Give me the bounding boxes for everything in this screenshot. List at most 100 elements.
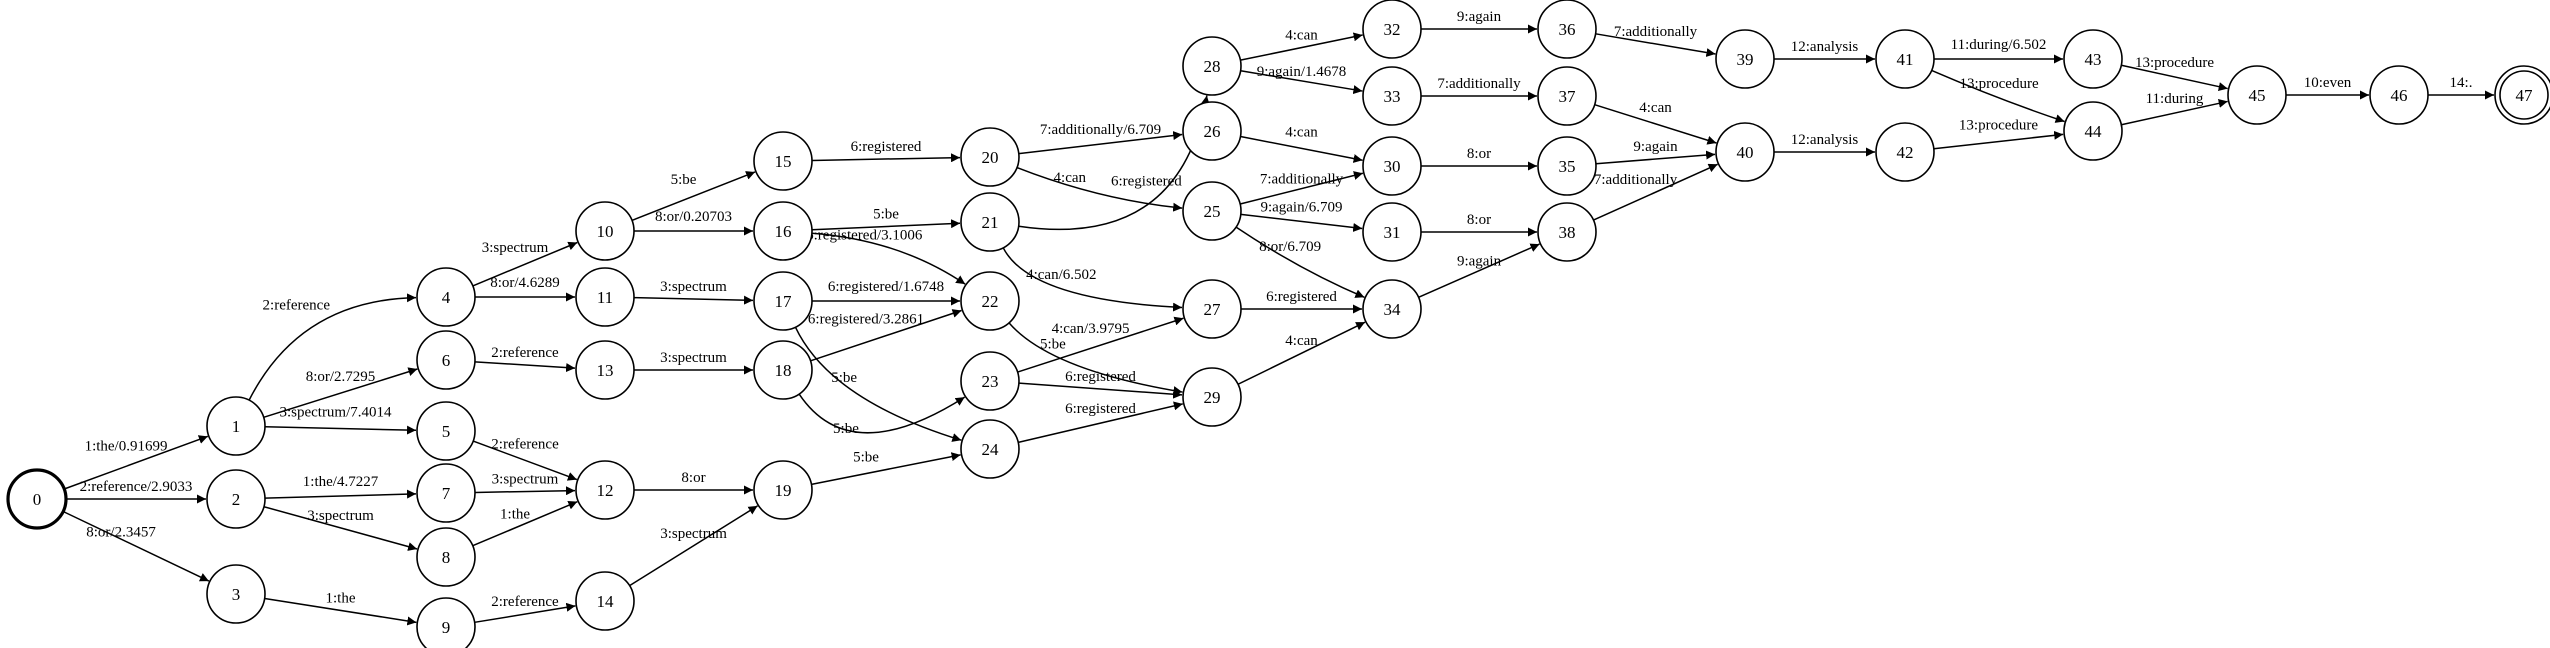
- state-node-10: 10: [575, 201, 635, 261]
- state-node-16: 16: [753, 201, 813, 261]
- edge-18-23: 5:be: [798, 393, 966, 437]
- edge-38-40: 7:additionally: [1593, 163, 1718, 221]
- edge-line: [1018, 131, 1183, 155]
- edge-label: 6:registered: [1111, 173, 1182, 189]
- edge-21-28: 6:registered: [1018, 95, 1210, 231]
- state-circle: [753, 201, 813, 261]
- state-node-34: 34: [1362, 279, 1422, 339]
- edge-line: [810, 309, 962, 362]
- state-label: 35: [1559, 157, 1576, 176]
- edge-30-35: 8:or: [1421, 146, 1537, 171]
- state-label: 19: [775, 481, 792, 500]
- state-label: 20: [982, 148, 999, 167]
- state-label: 16: [775, 222, 792, 241]
- state-node-12: 12: [575, 460, 635, 520]
- state-node-2: 2: [206, 469, 266, 529]
- edge-line: [811, 219, 961, 231]
- state-label: 11: [597, 288, 613, 307]
- state-circle: [416, 330, 476, 390]
- state-label: 36: [1559, 20, 1576, 39]
- state-node-36: 36: [1537, 0, 1597, 59]
- edge-line: [2121, 64, 2228, 92]
- edge-line: [633, 295, 754, 305]
- edge-line: [1235, 226, 1365, 298]
- state-node-46: 46: [2369, 65, 2429, 125]
- edge-20-26: 7:additionally/6.709: [1018, 122, 1183, 155]
- edge-44-45: 11:during: [2121, 91, 2228, 126]
- edge-line: [1017, 316, 1184, 373]
- state-label: 46: [2391, 86, 2408, 105]
- edge-line: [1593, 163, 1718, 221]
- edge-line: [1018, 95, 1210, 231]
- edge-4-10: 3:spectrum: [472, 240, 578, 287]
- edge-line: [1595, 33, 1716, 57]
- edge-label: 7:additionally/6.709: [1040, 122, 1161, 138]
- state-circle: [960, 351, 1020, 411]
- state-circle: [753, 340, 813, 400]
- edge-label: 1:the: [500, 507, 530, 523]
- edge-line: [798, 393, 966, 434]
- state-node-11: 11: [575, 267, 635, 327]
- state-circle: [1715, 29, 1775, 89]
- edge-label: 3:spectrum: [660, 350, 727, 366]
- edge-label: 3:spectrum: [660, 279, 727, 295]
- state-label: 15: [775, 152, 792, 171]
- edge-31-38: 8:or: [1421, 212, 1537, 237]
- edge-line: [1240, 32, 1363, 61]
- state-node-25: 25: [1182, 181, 1242, 241]
- state-node-47: 47: [2494, 65, 2550, 125]
- edge-label: 3:spectrum: [492, 472, 559, 488]
- edge-label: 8:or/4.6289: [490, 275, 560, 291]
- state-circle: [753, 131, 813, 191]
- state-label: 41: [1897, 50, 1914, 69]
- state-label: 18: [775, 361, 792, 380]
- edge-label: 9:again: [1457, 254, 1502, 270]
- edge-line: [811, 452, 961, 486]
- state-circle: [206, 564, 266, 624]
- state-circle: [1362, 66, 1422, 126]
- nodes-layer: 0123456789101112131415161718192021222324…: [6, 0, 2550, 648]
- edge-25-34: 8:or/6.709: [1235, 226, 1365, 298]
- state-node-5: 5: [416, 401, 476, 461]
- state-circle: [960, 127, 1020, 187]
- state-circle: [416, 597, 476, 648]
- state-label: 21: [982, 213, 999, 232]
- edge-line: [1240, 213, 1363, 232]
- edge-line: [264, 489, 417, 499]
- edge-label: 7:additionally: [1614, 24, 1698, 40]
- edge-label: 4:can: [1054, 170, 1087, 186]
- edge-label: 11:during: [2146, 91, 2204, 107]
- edge-label: 9:again: [1633, 139, 1678, 155]
- edge-label: 5:be: [833, 421, 859, 437]
- edge-line: [811, 153, 961, 163]
- edge-16-22: 6:registered/3.1006: [806, 227, 966, 285]
- edge-label: 4:can/3.9795: [1052, 321, 1130, 337]
- edge-5-12: 2:reference: [472, 436, 578, 481]
- edge-label: 3:spectrum: [307, 508, 374, 524]
- state-label: 1: [232, 417, 241, 436]
- state-node-0: 0: [6, 468, 68, 530]
- edge-label: 6:registered/1.6748: [828, 279, 944, 295]
- edge-line: [1237, 321, 1366, 385]
- state-node-38: 38: [1537, 202, 1597, 262]
- state-node-17: 17: [753, 271, 813, 331]
- state-circle: [575, 201, 635, 261]
- state-circle: [2063, 29, 2123, 89]
- edge-23-27: 4:can/3.9795: [1017, 316, 1184, 373]
- edge-12-19: 8:or: [634, 470, 753, 495]
- state-node-27: 27: [1182, 279, 1242, 339]
- state-circle: [1537, 136, 1597, 196]
- edge-7-12: 3:spectrum: [474, 472, 576, 496]
- edge-24-29: 6:registered: [1018, 401, 1183, 444]
- edge-line: [474, 602, 576, 624]
- state-label: 3: [232, 585, 241, 604]
- state-node-6: 6: [416, 330, 476, 390]
- state-circle: [1182, 181, 1242, 241]
- edge-label: 3:spectrum: [660, 526, 727, 542]
- edge-line: [1418, 243, 1540, 299]
- edge-1-5: 3:spectrum/7.4014: [264, 404, 417, 435]
- edge-34-38: 9:again: [1418, 243, 1540, 299]
- state-node-45: 45: [2227, 65, 2287, 125]
- state-node-42: 42: [1875, 122, 1935, 182]
- edge-label: 5:be: [671, 172, 697, 188]
